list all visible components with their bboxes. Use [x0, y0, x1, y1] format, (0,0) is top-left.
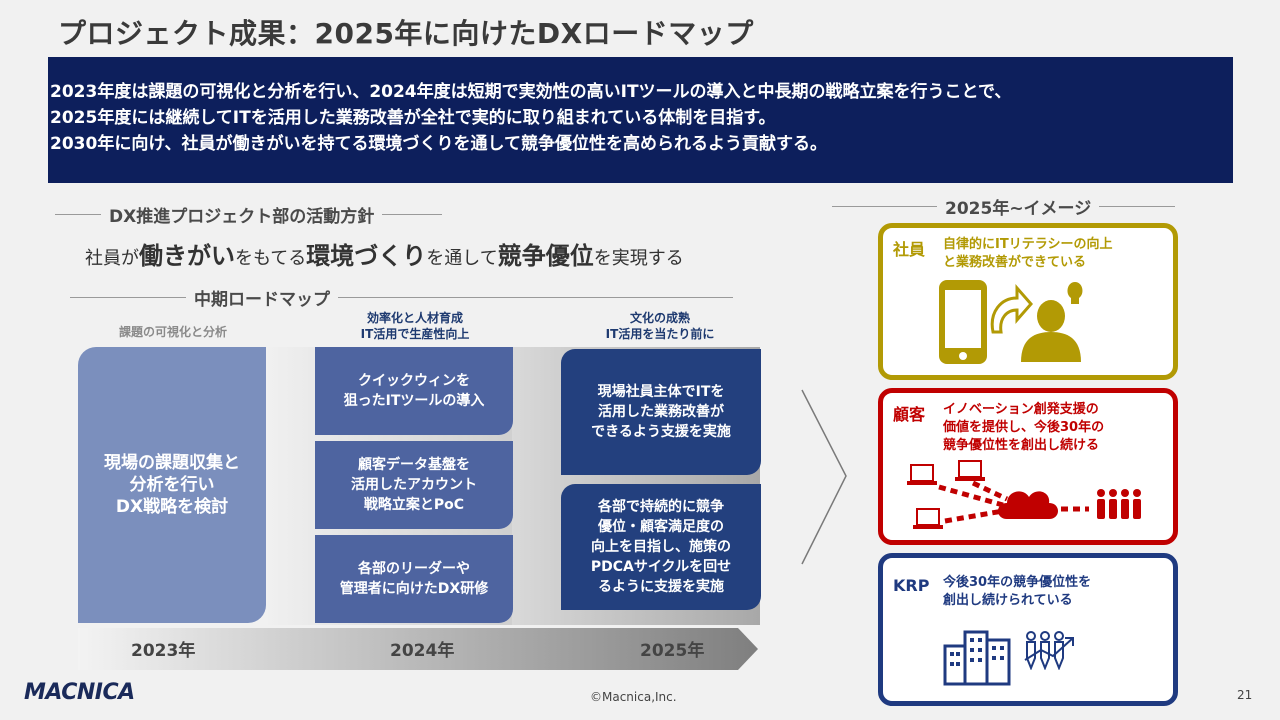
slogan-part: 社員が	[85, 248, 139, 269]
card-krp: KRP 今後30年の競争優位性を 創出し続けられている	[878, 553, 1178, 706]
arrow-curve-icon	[990, 284, 1033, 334]
box-2023: 現場の課題収集と 分析を行い DX戦略を検討	[78, 347, 266, 623]
buildings-icon	[943, 630, 1011, 686]
image-heading-text: 2025年~イメージ	[945, 199, 1092, 219]
policy-heading: DX推進プロジェクト部の活動方針	[55, 202, 443, 227]
card-customers-label: 顧客	[893, 405, 926, 424]
box-2024-customer-data: 顧客データ基盤を 活用したアカウント 戦略立案とPoC	[315, 441, 513, 529]
summary-banner: 2023年度は課題の可視化と分析を行い、2024年度は短期で実効性の高いITツー…	[48, 57, 1233, 183]
roadmap-heading: 中期ロードマップ	[70, 285, 733, 310]
col-2023-caption: 課題の可視化と分析	[118, 325, 227, 339]
page-number: 21	[1237, 688, 1253, 702]
card-customers: 顧客 イノベーション創発支援の 価値を提供し、今後30年の 競争優位性を創出し続…	[878, 388, 1178, 545]
laptop-icon	[955, 460, 985, 481]
card-employees: 社員 自律的にITリテラシーの向上 と業務改善ができている	[878, 223, 1178, 380]
card-krp-desc: 今後30年の競争優位性を 創出し続けられている	[943, 575, 1092, 608]
cloud-icon	[998, 491, 1058, 519]
people-growth-icon	[1024, 631, 1074, 670]
copyright: ©Macnica,Inc.	[590, 690, 677, 704]
image-heading: 2025年~イメージ	[832, 194, 1176, 219]
roadmap-heading-text: 中期ロードマップ	[194, 290, 330, 310]
slogan-emphasis: 働きがい	[139, 242, 235, 270]
chevron-right-icon	[801, 389, 847, 565]
policy-slogan: 社員が働きがいをもてる環境づくりを通して競争優位を実現する	[85, 236, 684, 271]
slogan-part: をもてる	[235, 248, 307, 269]
year-2024: 2024年	[390, 641, 455, 661]
laptop-icon	[907, 464, 937, 485]
summary-line-2: 2025年度には継続してITを活用した業務改善が全社で実的に取り組まれている体制…	[50, 108, 776, 128]
box-2025-pdca: 各部で持続的に競争 優位・顧客満足度の 向上を目指し、施策の PDCAサイクルを…	[561, 484, 761, 610]
slogan-emphasis: 競争優位	[497, 242, 594, 270]
slogan-emphasis: 環境づくり	[306, 242, 427, 270]
people-group-icon	[1097, 489, 1141, 519]
col-2024-caption: 効率化と人材育成 IT活用で生産性向上	[360, 311, 470, 341]
col-2025-caption: 文化の成熟 IT活用を当たり前に	[605, 311, 715, 341]
timeline-arrow	[78, 628, 758, 670]
box-2024-quickwin: クイックウィンを 狙ったITツールの導入	[315, 347, 513, 435]
box-2025-improvement: 現場社員主体でITを 活用した業務改善が できるよう支援を実施	[561, 349, 761, 475]
card-customers-desc: イノベーション創発支援の 価値を提供し、今後30年の 競争優位性を創出し続ける	[943, 402, 1105, 453]
macnica-logo: MACNICA	[24, 680, 135, 705]
summary-line-1: 2023年度は課題の可視化と分析を行い、2024年度は短期で実効性の高いITツー…	[50, 82, 1012, 102]
slide-title: プロジェクト成果：2025年に向けたDXロードマップ	[58, 17, 754, 50]
slogan-part: を実現する	[593, 248, 684, 269]
summary-line-3: 2030年に向け、社員が働きがいを持てる環境づくりを通して競争優位性を高められる…	[50, 134, 827, 154]
card-employees-label: 社員	[893, 240, 926, 259]
laptop-icon	[913, 508, 943, 529]
year-2023: 2023年	[131, 641, 196, 661]
cloud-network-illustration	[907, 460, 1141, 529]
box-2024-dx-training: 各部のリーダーや 管理者に向けたDX研修	[315, 535, 513, 623]
person-lightbulb-icon	[1021, 282, 1083, 362]
card-krp-label: KRP	[893, 576, 930, 595]
slogan-part: を通して	[426, 248, 498, 269]
smartphone-icon	[939, 280, 987, 364]
card-employees-desc: 自律的にITリテラシーの向上 と業務改善ができている	[943, 237, 1113, 270]
policy-heading-text: DX推進プロジェクト部の活動方針	[109, 207, 375, 227]
year-2025: 2025年	[640, 641, 705, 661]
